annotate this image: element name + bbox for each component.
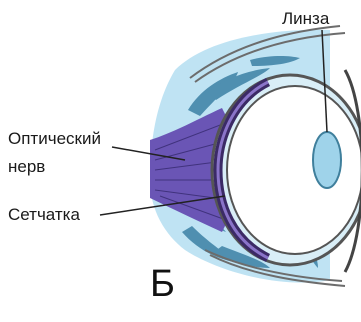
retina-label: Сетчатка <box>8 205 80 225</box>
panel-letter: Б <box>150 262 175 306</box>
optic-nerve-label-line2: нерв <box>8 157 45 177</box>
optic-nerve-label-line1: Оптический <box>8 129 101 149</box>
lens-label: Линза <box>282 9 329 29</box>
lens <box>313 132 341 188</box>
